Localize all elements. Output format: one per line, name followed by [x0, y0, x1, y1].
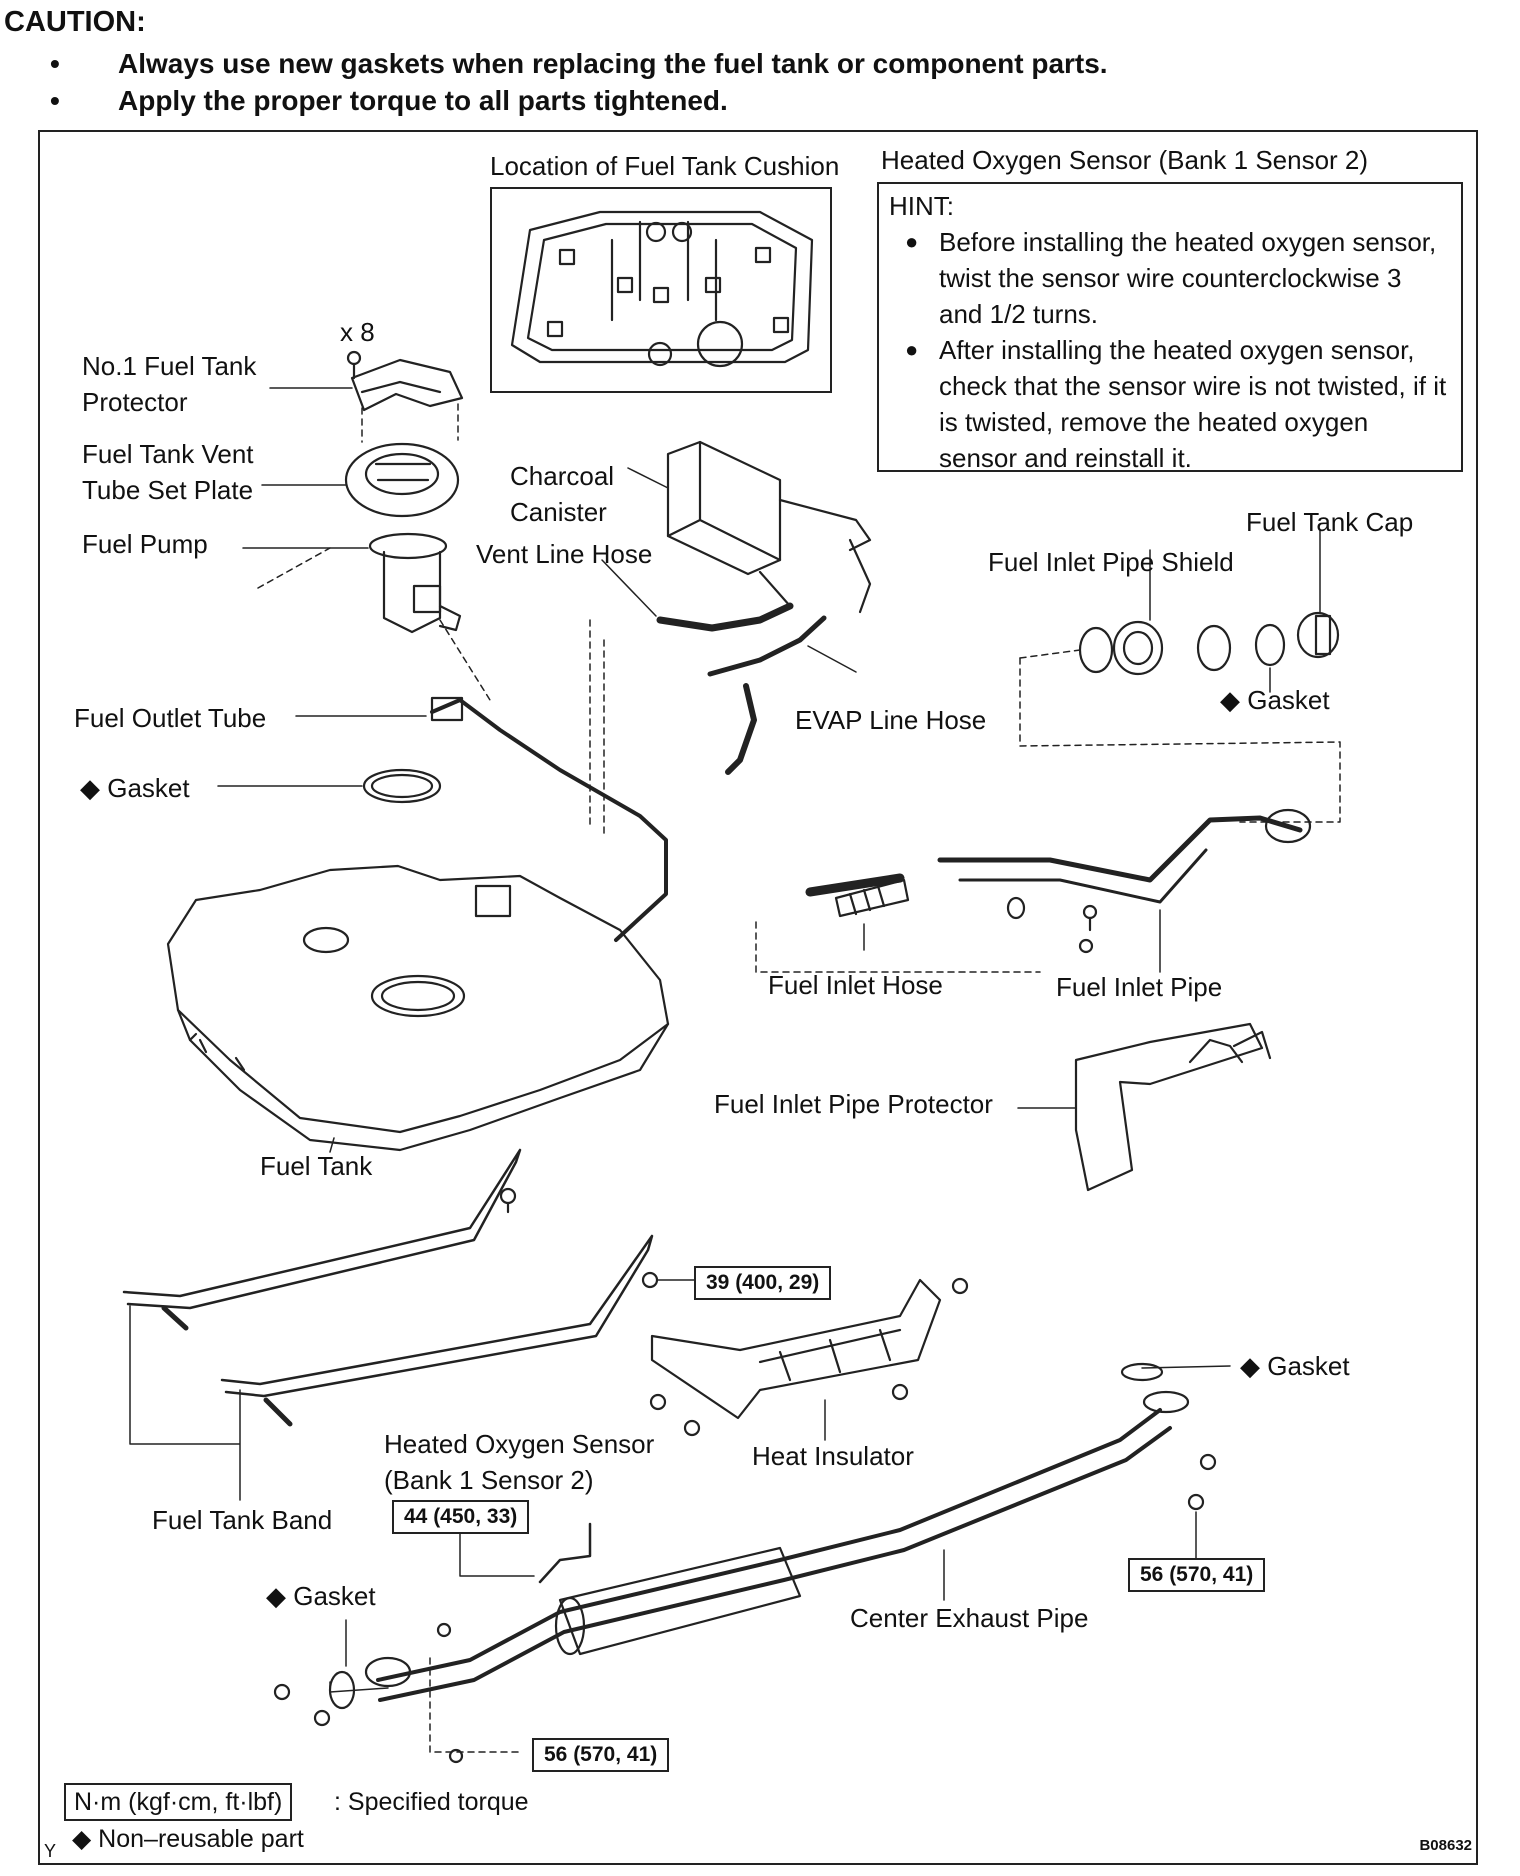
gasket-label: ◆ Gasket [266, 1581, 376, 1611]
hint-item: Before installing the heated oxygen sens… [889, 224, 1451, 332]
bullet-icon: • [50, 48, 60, 79]
hint-title: HINT: [889, 191, 954, 221]
caution-item: • Apply the proper torque to all parts ti… [50, 85, 728, 117]
inlet-shield-drawing [1019, 529, 1341, 823]
inlet-protector-label: Fuel Inlet Pipe Protector [714, 1089, 993, 1119]
heat-insulator-drawing [641, 1271, 969, 1441]
torque-callout: 56 (570, 41) [1128, 1558, 1266, 1592]
figure-code: B08632 [1419, 1837, 1472, 1854]
caution-title: CAUTION: [4, 6, 146, 38]
fuel-inlet-hose-label: Fuel Inlet Hose [768, 970, 943, 1000]
protector-drawing [269, 350, 464, 443]
fuel-tank-cap-label: Fuel Tank Cap [1246, 507, 1414, 537]
cushion-label: Location of Fuel Tank Cushion [490, 151, 840, 181]
vent-plate-label: Tube Set Plate [82, 475, 254, 505]
vent-plate-drawing [261, 442, 460, 518]
inlet-protector-drawing [1017, 1022, 1272, 1192]
vent-plate-label: Fuel Tank Vent [82, 439, 254, 469]
oxygen-sensor-label: Heated Oxygen Sensor [384, 1429, 655, 1459]
non-reusable-legend: ◆ Non–reusable part [72, 1825, 304, 1853]
heat-insulator-label: Heat Insulator [752, 1441, 914, 1471]
outlet-tube-drawing [217, 696, 668, 942]
fuel-pump-label: Fuel Pump [82, 529, 208, 559]
gasket-label: ◆ Gasket [1240, 1351, 1350, 1381]
gasket-label: ◆ Gasket [80, 773, 190, 803]
torque-unit-legend: N·m (kgf·cm, ft·lbf) [64, 1783, 293, 1821]
center-exhaust-pipe-label: Center Exhaust Pipe [850, 1603, 1089, 1633]
fuel-tank-label: Fuel Tank [260, 1151, 373, 1181]
torque-callout: 56 (570, 41) [532, 1738, 670, 1772]
torque-callout: 39 (400, 29) [694, 1266, 832, 1300]
torque-callout: 44 (450, 33) [392, 1500, 530, 1534]
hoses-drawing [589, 559, 857, 837]
fuel-inlet-pipe-label: Fuel Inlet Pipe [1056, 972, 1223, 1002]
oxygen-sensor-label: (Bank 1 Sensor 2) [384, 1465, 594, 1495]
hint-list: Before installing the heated oxygen sens… [889, 224, 1451, 476]
protector-label: Protector [82, 387, 188, 417]
caution-text: Always use new gaskets when replacing th… [118, 48, 1108, 79]
caution-item: • Always use new gaskets when replacing t… [50, 48, 1108, 80]
fuel-tank-band-label: Fuel Tank Band [152, 1505, 333, 1535]
caution-text: Apply the proper torque to all parts tig… [118, 85, 728, 116]
center-exhaust-drawing [273, 1362, 1231, 1764]
corner-mark: Y [44, 1841, 57, 1861]
fuel-inlet-hose-drawing [755, 873, 1041, 973]
fuel-pump-drawing [242, 532, 491, 701]
bullet-icon: • [50, 85, 60, 116]
charcoal-canister-label: Canister [510, 497, 607, 527]
fuel-outlet-tube-label: Fuel Outlet Tube [74, 703, 267, 733]
protector-label: No.1 Fuel Tank [82, 351, 257, 381]
torque-unit-description: : Specified torque [334, 1788, 529, 1816]
diagram-frame [38, 130, 1478, 1865]
fuel-tank-drawing [166, 864, 670, 1153]
fuel-inlet-pipe-drawing [937, 808, 1312, 973]
canister-drawing [627, 440, 872, 614]
charcoal-canister-label: Charcoal [510, 461, 615, 491]
fuel-tank-band-drawing [122, 1148, 654, 1501]
sensor-heading: Heated Oxygen Sensor (Bank 1 Sensor 2) [881, 145, 1369, 175]
inlet-shield-label: Fuel Inlet Pipe Shield [988, 547, 1234, 577]
hint-item: After installing the heated oxygen senso… [889, 332, 1451, 476]
evap-line-hose-label: EVAP Line Hose [795, 705, 987, 735]
gasket-label: ◆ Gasket [1220, 685, 1330, 715]
vent-line-hose-label: Vent Line Hose [476, 539, 653, 569]
cushion-inset-frame [490, 187, 832, 393]
cushion-inset-drawing [510, 210, 814, 368]
hint-box: HINT: Before installing the heated oxyge… [877, 182, 1463, 473]
quantity-label: x 8 [340, 317, 375, 347]
